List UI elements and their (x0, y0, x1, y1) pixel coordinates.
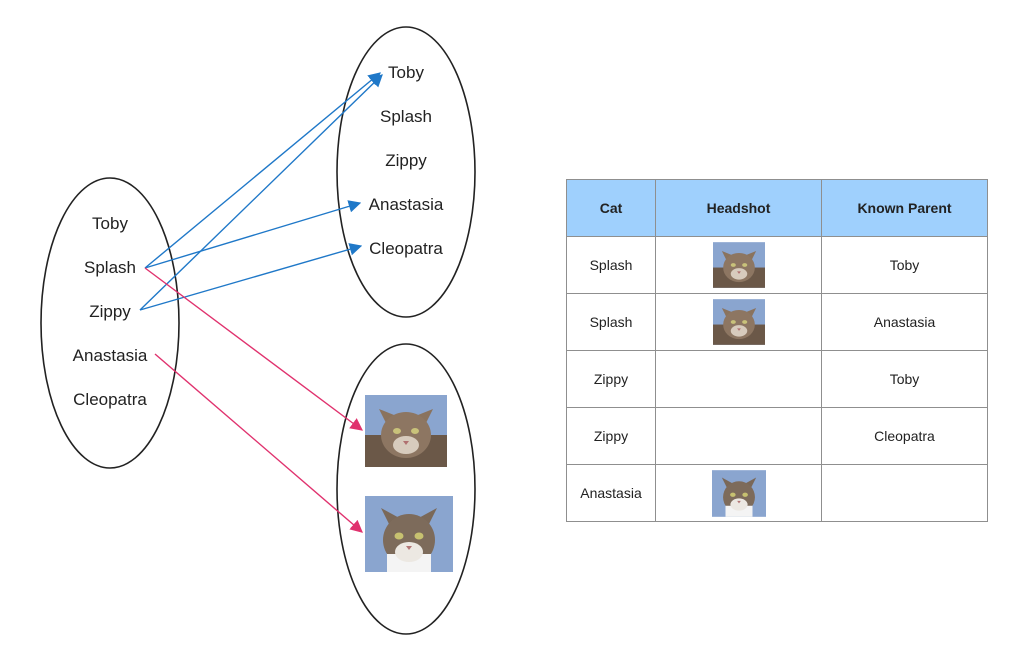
cat-photo-2-thumb (711, 469, 766, 517)
header-headshot: Headshot (655, 179, 822, 237)
arrow-splash-to-anastasia (144, 200, 362, 269)
cell-headshot (655, 293, 822, 351)
right-item-cleopatra: Cleopatra (369, 239, 443, 258)
arrow-zippy-to-toby (139, 74, 383, 311)
right-item-anastasia: Anastasia (369, 195, 444, 214)
cell-cat: Splash (566, 293, 656, 351)
table-row: Anastasia (566, 464, 988, 522)
right-item-zippy: Zippy (385, 151, 427, 170)
cell-parent: Toby (821, 350, 988, 408)
cat-photo-1-thumb (712, 242, 765, 288)
cat-table: Cat Headshot Known Parent Splash Toby Sp… (566, 179, 988, 522)
header-known-parent: Known Parent (821, 179, 988, 237)
right-top-set-ellipse (336, 26, 476, 318)
cell-parent: Cleopatra (821, 407, 988, 465)
right-item-toby: Toby (388, 63, 424, 82)
right-item-splash: Splash (380, 107, 432, 126)
cell-headshot (655, 350, 822, 408)
arrow-zippy-to-cleopatra (139, 243, 363, 311)
cat-photo-1-thumb (712, 299, 765, 345)
table-row: Splash Toby (566, 236, 988, 294)
right-bottom-set-ellipse (336, 343, 476, 635)
cell-parent (821, 464, 988, 522)
cell-headshot (655, 407, 822, 465)
cat-photo-1 (365, 395, 447, 467)
table-header-row: Cat Headshot Known Parent (566, 179, 988, 237)
cell-parent: Anastasia (821, 293, 988, 351)
header-cat: Cat (566, 179, 656, 237)
table-row: Zippy Toby (566, 350, 988, 408)
cell-cat: Zippy (566, 407, 656, 465)
cell-cat: Splash (566, 236, 656, 294)
arrow-anastasia-to-photo-2 (154, 353, 363, 533)
cell-headshot (655, 236, 822, 294)
table-row: Zippy Cleopatra (566, 407, 988, 465)
cat-photo-2 (365, 496, 453, 572)
left-item-splash: Splash (84, 258, 136, 277)
cell-parent: Toby (821, 236, 988, 294)
arrow-splash-to-toby (144, 72, 381, 269)
cell-cat: Zippy (566, 350, 656, 408)
cell-headshot (655, 464, 822, 522)
left-item-cleopatra: Cleopatra (73, 390, 147, 409)
table-row: Splash Anastasia (566, 293, 988, 351)
left-item-anastasia: Anastasia (73, 346, 148, 365)
left-set-ellipse (40, 177, 180, 469)
left-item-zippy: Zippy (89, 302, 131, 321)
left-item-toby: Toby (92, 214, 128, 233)
arrow-splash-to-photo-1 (144, 267, 364, 431)
cell-cat: Anastasia (566, 464, 656, 522)
relation-diagram: Toby Splash Zippy Anastasia Cleopatra To… (40, 26, 476, 635)
